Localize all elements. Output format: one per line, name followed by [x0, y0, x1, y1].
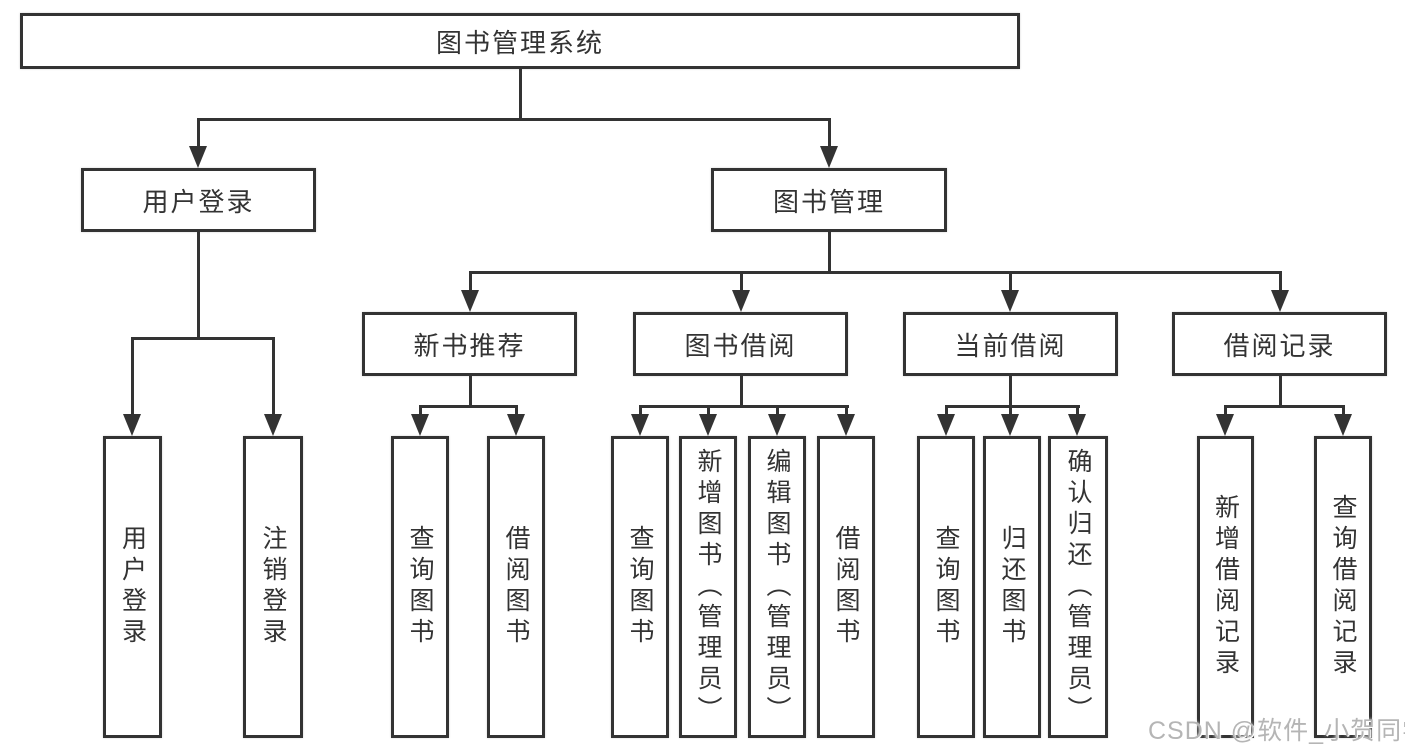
leaf-query-books-3: 查询图书: [917, 436, 975, 738]
edge-line: [828, 118, 831, 148]
edge-line: [845, 405, 848, 416]
arrowhead-icon: [264, 414, 282, 436]
leaf-borrow-books-1: 借阅图书: [487, 436, 545, 738]
edge-line: [776, 405, 779, 416]
leaf-label: 借阅图书: [832, 525, 860, 649]
node-label: 新书推荐: [413, 330, 526, 361]
leaf-borrow-books-2: 借阅图书: [817, 436, 875, 738]
arrowhead-icon: [1334, 414, 1352, 436]
edge-line: [945, 405, 1080, 408]
leaf-edit-books-admin: 编辑图书（管理员）: [748, 436, 806, 738]
arrowhead-icon: [631, 414, 649, 436]
edge-line: [1224, 405, 1227, 416]
edge-line: [1076, 405, 1079, 416]
leaf-label: 注销登录: [259, 525, 287, 649]
arrowhead-icon: [937, 414, 955, 436]
arrowhead-icon: [1271, 290, 1289, 312]
leaf-label: 用户登录: [118, 525, 147, 649]
edge-line: [515, 405, 518, 416]
node-new-book-recommend: 新书推荐: [362, 312, 577, 376]
leaf-label: 新增借阅记录: [1211, 494, 1240, 680]
edge-line: [1342, 405, 1345, 416]
leaf-add-books-admin: 新增图书（管理员）: [679, 436, 737, 738]
edge-line: [945, 405, 948, 416]
edge-line: [1279, 376, 1282, 408]
leaf-label: 查询借阅记录: [1329, 494, 1357, 680]
arrowhead-icon: [1216, 414, 1234, 436]
arrowhead-icon: [820, 146, 838, 168]
edge-line: [469, 271, 1282, 274]
edge-line: [469, 376, 472, 408]
node-book-borrow: 图书借阅: [633, 312, 848, 376]
arrowhead-icon: [699, 414, 717, 436]
watermark: CSDN @软件_小贺同学: [1148, 717, 1405, 745]
leaf-label: 查询图书: [406, 525, 434, 649]
edge-line: [740, 271, 743, 292]
node-label: 图书借阅: [684, 330, 797, 361]
node-label: 借阅记录: [1223, 330, 1336, 361]
edge-line: [707, 405, 710, 416]
leaf-label: 借阅图书: [502, 525, 530, 649]
edge-line: [272, 337, 275, 416]
node-label: 图书管理: [772, 186, 885, 217]
node-root-system: 图书管理系统: [20, 13, 1020, 69]
node-book-management: 图书管理: [711, 168, 947, 232]
leaf-label: 归还图书: [998, 525, 1026, 649]
edge-line: [469, 271, 472, 292]
node-current-borrow: 当前借阅: [903, 312, 1118, 376]
arrowhead-icon: [1001, 414, 1019, 436]
leaf-query-books-2: 查询图书: [611, 436, 669, 738]
node-label: 用户登录: [142, 186, 255, 217]
leaf-label: 编辑图书（管理员）: [763, 447, 791, 727]
node-borrow-records: 借阅记录: [1172, 312, 1387, 376]
arrowhead-icon: [123, 414, 141, 436]
edge-line: [419, 405, 517, 408]
leaf-label: 查询图书: [932, 525, 960, 649]
arrowhead-icon: [1068, 414, 1086, 436]
edge-line: [197, 118, 200, 148]
arrowhead-icon: [768, 414, 786, 436]
node-user-login: 用户登录: [81, 168, 316, 232]
leaf-user-login: 用户登录: [103, 436, 162, 738]
arrowhead-icon: [1001, 290, 1019, 312]
edge-line: [1009, 271, 1012, 292]
edge-line: [1224, 405, 1345, 408]
edge-line: [740, 376, 743, 408]
leaf-label: 查询图书: [626, 525, 654, 649]
edge-line: [197, 232, 200, 340]
arrowhead-icon: [732, 290, 750, 312]
edge-line: [131, 337, 275, 340]
leaf-label: 新增图书（管理员）: [694, 447, 722, 727]
node-label: 图书管理系统: [435, 27, 604, 58]
arrowhead-icon: [189, 146, 207, 168]
edge-line: [1009, 376, 1012, 408]
leaf-query-borrow-record: 查询借阅记录: [1314, 436, 1372, 738]
edge-line: [519, 69, 522, 121]
edge-line: [197, 118, 831, 121]
edge-line: [639, 405, 642, 416]
leaf-query-books-1: 查询图书: [391, 436, 449, 738]
edge-line: [639, 405, 849, 408]
leaf-logout: 注销登录: [243, 436, 303, 738]
node-label: 当前借阅: [954, 330, 1067, 361]
leaf-return-books: 归还图书: [983, 436, 1041, 738]
edge-line: [828, 232, 831, 274]
edge-line: [131, 337, 134, 416]
arrowhead-icon: [507, 414, 525, 436]
arrowhead-icon: [837, 414, 855, 436]
edge-line: [419, 405, 422, 416]
arrowhead-icon: [411, 414, 429, 436]
leaf-add-borrow-record: 新增借阅记录: [1197, 436, 1254, 738]
arrowhead-icon: [461, 290, 479, 312]
edge-line: [1279, 271, 1282, 292]
edge-line: [1009, 405, 1012, 416]
leaf-label: 确认归还（管理员）: [1064, 447, 1092, 727]
leaf-confirm-return-admin: 确认归还（管理员）: [1048, 436, 1108, 738]
